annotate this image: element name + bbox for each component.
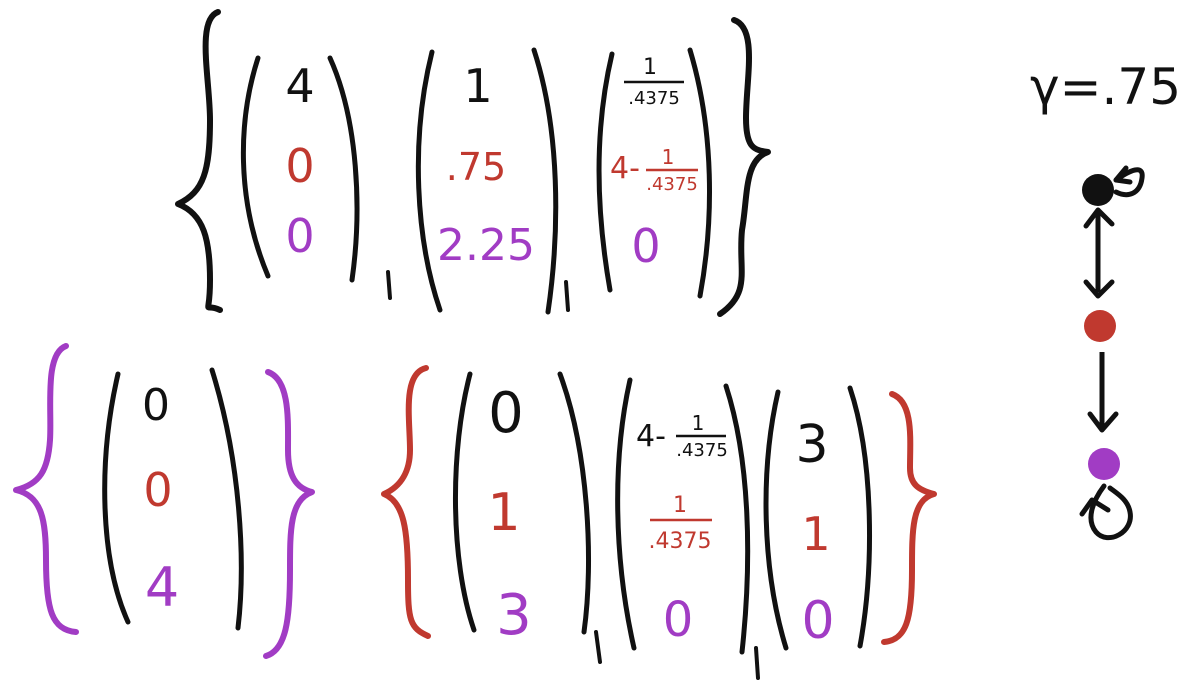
comma	[386, 270, 392, 300]
top-vec3-entry-3: 0	[631, 219, 660, 273]
top-set-left-brace	[175, 9, 223, 313]
red-vec3-entry-1: 3	[795, 415, 828, 475]
red-vec2-right-paren	[723, 383, 751, 655]
top-vec3-right-paren	[687, 47, 712, 299]
red-vec1-right-paren	[557, 371, 592, 635]
arrowhead-up	[1083, 207, 1115, 229]
state-graph	[1079, 165, 1145, 540]
top-vec3-entry-2-numerator: 1	[662, 145, 675, 169]
purple-vec1-entry-1: 0	[142, 380, 170, 431]
top-set-right-brace	[717, 17, 771, 317]
top-vec3-entry-2-prefix: 4-	[610, 151, 640, 186]
arrowhead-down	[1083, 279, 1115, 299]
top-set: 4 0 0 1 .75 2.25 1 .4375 4- 1 .4375 0	[175, 9, 771, 317]
red-vec1-entry-2: 1	[487, 483, 520, 543]
self-loop-arrow	[1113, 167, 1145, 198]
top-vec3-entry-2-denominator: .4375	[646, 174, 698, 195]
arrowhead-down	[1087, 411, 1119, 433]
self-loop-arrowhead	[1079, 497, 1111, 517]
purple-set-left-brace	[13, 343, 79, 635]
red-vec2-entry-1-numerator: 1	[692, 411, 705, 435]
top-vec2-entry-3: 2.25	[437, 220, 535, 271]
red-set-right-brace	[881, 391, 937, 645]
node-red	[1084, 310, 1116, 342]
top-vec1-entry-2: 0	[285, 139, 314, 193]
purple-set-right-brace	[263, 369, 315, 659]
red-vec1-left-paren	[452, 371, 477, 633]
red-set: 0 1 3 4- 1 .4375 1 .4375 0 3 1 0	[381, 365, 937, 680]
red-vec2-entry-3: 0	[663, 592, 694, 648]
red-vec2-entry-1-prefix: 4-	[636, 419, 666, 454]
red-vec3-left-paren	[763, 389, 789, 651]
red-vec2-left-paren	[615, 377, 637, 651]
top-vec1-right-paren	[327, 55, 360, 283]
node-black	[1082, 174, 1114, 206]
purple-vec1-right-paren	[209, 367, 244, 631]
red-vec1-entry-3: 3	[496, 583, 532, 648]
red-vec3-right-paren	[847, 385, 872, 649]
red-vec1-entry-1: 0	[488, 381, 524, 446]
self-loop-arrow	[1088, 483, 1133, 540]
purple-vec1-entry-3: 4	[145, 556, 179, 619]
comma	[564, 280, 570, 312]
top-vec2-left-paren	[415, 49, 443, 313]
purple-vec1-entry-2: 0	[143, 463, 172, 517]
red-vec2-entry-1-denominator: .4375	[676, 440, 728, 461]
purple-vec1-left-paren	[102, 371, 131, 625]
red-vec2-entry-2-denominator: .4375	[649, 529, 712, 554]
red-set-left-brace	[381, 365, 431, 639]
top-vec2-entry-2: .75	[446, 145, 506, 189]
red-vec3-entry-3: 0	[801, 591, 834, 651]
node-purple	[1088, 448, 1120, 480]
top-vec3-left-paren	[596, 51, 615, 293]
top-vec3-entry-1-numerator: 1	[643, 55, 657, 80]
top-vec2-entry-1: 1	[463, 59, 492, 113]
top-vec2-right-paren	[531, 47, 559, 315]
top-vec1-entry-1: 4	[285, 59, 314, 113]
top-vec1-entry-3: 0	[285, 209, 314, 263]
purple-set: 0 0 4	[13, 343, 315, 659]
self-loop-arrowhead	[1113, 165, 1133, 185]
gamma-label: γ=.75	[1030, 58, 1181, 116]
red-vec2-entry-2-numerator: 1	[673, 493, 687, 518]
red-vec3-entry-2: 1	[801, 507, 830, 561]
top-vec1-left-paren	[240, 55, 271, 279]
comma	[754, 646, 760, 680]
comma	[594, 630, 602, 664]
top-vec3-entry-1-denominator: .4375	[628, 88, 680, 109]
